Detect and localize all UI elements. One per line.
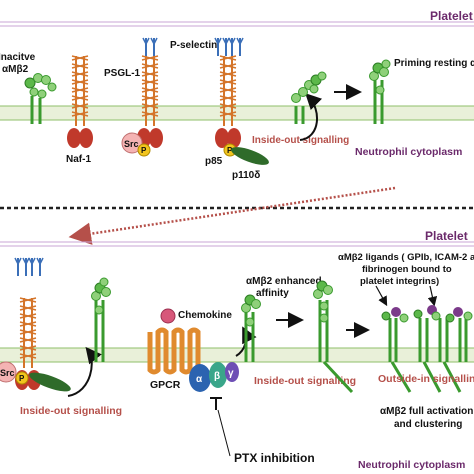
p-selectin-label: P-selectin bbox=[170, 40, 217, 51]
integrin-icon bbox=[24, 73, 57, 124]
cytoplasm-label-top: Neutrophil cytoplasm bbox=[355, 146, 462, 158]
pi3k-icon: P bbox=[223, 143, 269, 165]
integrin-icon-priming bbox=[291, 71, 327, 124]
beta-label: β bbox=[214, 371, 220, 382]
cytoplasm-label-bottom: Neutrophil cytoplasm bbox=[358, 459, 465, 471]
chemokine-label: Chemokine bbox=[178, 310, 232, 321]
p-selectin-icon-3 bbox=[228, 37, 244, 57]
p-selectin-icon bbox=[142, 37, 158, 57]
gamma-label: γ bbox=[228, 368, 234, 379]
activation-arrow bbox=[299, 93, 323, 141]
phospho-label: P bbox=[141, 146, 147, 155]
inside-out-signal-label-left: Inside-out signalling bbox=[20, 405, 122, 417]
src-kinase-icon: Src P bbox=[121, 132, 151, 157]
phospho-label-2: P bbox=[227, 146, 233, 155]
outside-in-label: Outside-in signalling bbox=[378, 373, 474, 385]
naf1-label: Naf-1 bbox=[66, 154, 91, 165]
ptx-inhibition-icon bbox=[210, 397, 222, 410]
ligand-arrow-1 bbox=[375, 285, 388, 307]
gpcr-label: GPCR bbox=[150, 379, 181, 391]
naf1-icon bbox=[66, 55, 94, 149]
ptx-label: PTX inhibition bbox=[234, 451, 315, 465]
psgl1-label: PSGL-1 bbox=[104, 68, 141, 79]
integrin-cluster-icon bbox=[381, 305, 473, 393]
platelet-label-top: Platelet bbox=[430, 9, 473, 23]
integrin-icon-extended bbox=[313, 280, 354, 394]
g-protein-icon: α β γ bbox=[189, 362, 239, 392]
platelet-label-bottom: Platelet bbox=[425, 229, 468, 243]
gpcr-icon bbox=[147, 327, 201, 375]
src-kinase-icon-bottom: Src P bbox=[0, 361, 71, 392]
transition-arrow bbox=[68, 186, 396, 245]
activation-arrow-bottom bbox=[67, 346, 102, 397]
src-label-top: Src bbox=[124, 139, 139, 149]
ptx-line bbox=[217, 409, 231, 457]
psgl1-icon-2 bbox=[214, 55, 242, 149]
chemokine-icon bbox=[160, 308, 176, 324]
alpha-label: α bbox=[196, 374, 203, 385]
p85-label: p85 bbox=[205, 156, 223, 167]
priming-label: Priming resting αMβ2 bbox=[394, 58, 474, 69]
ligand-arrow-2 bbox=[427, 285, 438, 307]
p-selectin-icon-bottom-2 bbox=[28, 257, 44, 277]
p-selectin-icon-bottom bbox=[14, 257, 30, 277]
bottom-panel: Platelet Src P Inside-out signalling bbox=[0, 229, 474, 471]
integrin-icon-bottom-2 bbox=[241, 294, 261, 362]
integrin-icon-primed bbox=[369, 59, 391, 124]
p110-label: p110δ bbox=[232, 170, 260, 181]
src-label-bottom: Src bbox=[0, 368, 15, 378]
integrin-icon-bottom-1 bbox=[91, 277, 111, 362]
psgl1-icon bbox=[136, 55, 164, 149]
inside-out-signal-label-mid: Inside-out signalling bbox=[254, 375, 356, 387]
neutrophil-membrane bbox=[0, 106, 474, 120]
phospho-label-3: P bbox=[19, 374, 25, 383]
